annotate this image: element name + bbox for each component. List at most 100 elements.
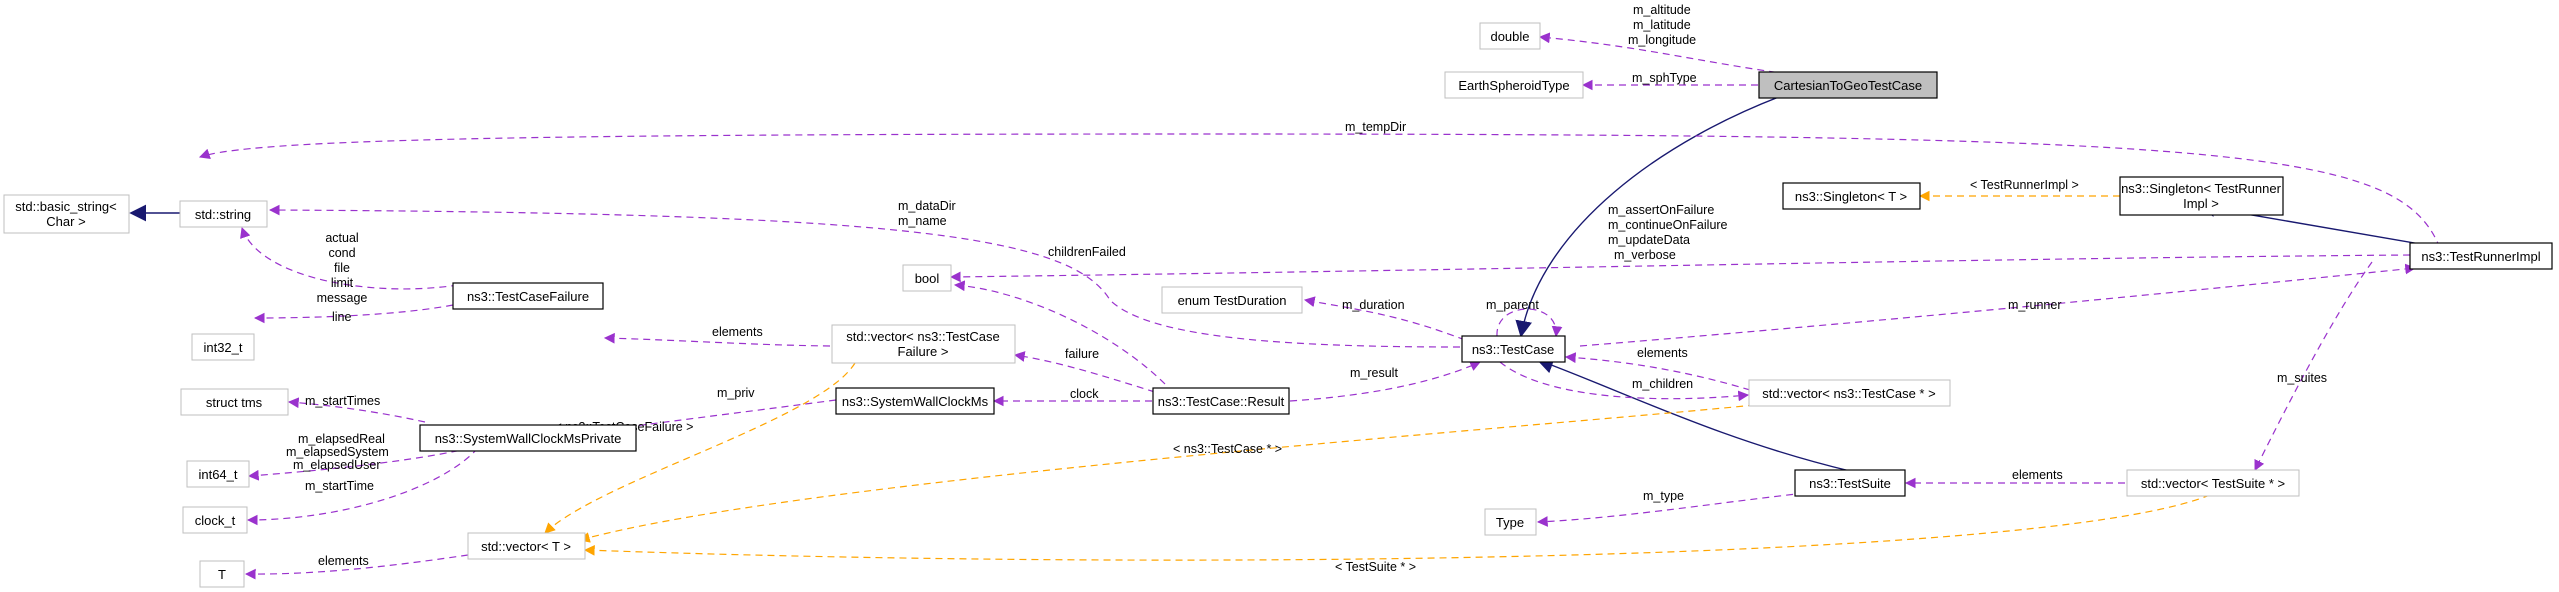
node-t[interactable]: T <box>199 560 245 588</box>
edge-vector-cases-to-test-case <box>1499 361 1750 402</box>
node-struct-tms[interactable]: struct tms <box>180 388 289 416</box>
edge-test-case-to-suite <box>1536 357 1851 472</box>
node-cartesian-to-geo-test-case-label: CartesianToGeoTestCase <box>1774 78 1922 93</box>
node-double[interactable]: double <box>1479 22 1541 50</box>
edge-runner-to-test-case <box>1579 263 2417 347</box>
label-children: m_children <box>1632 377 1693 391</box>
edge-vector-t-to-cases-vector <box>578 404 1756 543</box>
edge-string-to-test-case <box>268 204 1461 348</box>
label-failure-strings-0: actual <box>325 231 358 245</box>
label-duration: m_duration <box>1342 298 1405 312</box>
node-ns3-test-case-result-label: ns3::TestCase::Result <box>1158 394 1285 409</box>
edge-clock-to-private <box>246 447 479 526</box>
edge-t-to-vector <box>244 554 469 580</box>
node-ns3-test-case-result[interactable]: ns3::TestCase::Result <box>1152 387 1290 415</box>
label-children-failed: childrenFailed <box>1048 245 1126 259</box>
label-elapsed-0: m_elapsedReal <box>298 432 385 446</box>
label-double-members-0: m_altitude <box>1633 3 1691 17</box>
node-ns3-test-case-failure[interactable]: ns3::TestCaseFailure <box>452 282 604 310</box>
label-m-type: m_type <box>1643 489 1684 503</box>
node-earth-spheroid-type[interactable]: EarthSpheroidType <box>1444 71 1584 99</box>
node-type[interactable]: Type <box>1484 508 1537 536</box>
label-suite-ptr-tmpl: < TestSuite * > <box>1335 560 1416 574</box>
node-ns3-test-case[interactable]: ns3::TestCase <box>1461 335 1566 363</box>
node-ns3-singleton-test-runner-impl-label-0: ns3::Singleton< TestRunner <box>2121 181 2282 196</box>
label-priv: m_priv <box>717 386 755 400</box>
node-double-label: double <box>1490 29 1529 44</box>
node-std-string-label: std::string <box>195 207 251 222</box>
label-runner: m_runner <box>2008 298 2062 312</box>
label-elements-cases: elements <box>1637 346 1688 360</box>
edge-test-case-to-vector <box>1564 352 1751 391</box>
node-ns3-system-wall-clock-ms[interactable]: ns3::SystemWallClockMs <box>835 387 995 415</box>
label-failure-strings-2: file <box>334 261 350 275</box>
label-data-dir-1: m_name <box>898 214 947 228</box>
edge-struct-tms-to-private <box>287 397 426 423</box>
node-vector-t[interactable]: std::vector< T > <box>467 532 586 560</box>
label-sph-type: m_sphType <box>1632 71 1697 85</box>
label-temp-dir: m_tempDir <box>1345 120 1406 134</box>
node-std-basic-string[interactable]: std::basic_string< Char > <box>3 194 130 234</box>
label-bool-members-0: m_assertOnFailure <box>1608 203 1714 217</box>
node-int32-t[interactable]: int32_t <box>191 333 255 361</box>
label-bool-members-1: m_continueOnFailure <box>1608 218 1728 232</box>
label-suites: m_suites <box>2277 371 2327 385</box>
edge-test-case-to-cartesian <box>1515 91 1793 338</box>
label-start-time: m_startTime <box>305 479 374 493</box>
label-elapsed-2: m_elapsedUser <box>293 458 381 472</box>
node-clock-t[interactable]: clock_t <box>182 506 248 534</box>
label-start-times: m_startTimes <box>305 394 380 408</box>
node-ns3-test-runner-impl[interactable]: ns3::TestRunnerImpl <box>2409 242 2553 270</box>
node-cartesian-to-geo-test-case[interactable]: CartesianToGeoTestCase <box>1758 71 1938 99</box>
node-vector-test-suite-ptr[interactable]: std::vector< TestSuite * > <box>2126 469 2300 497</box>
edge-vector-t-to-failure-vector <box>544 362 856 534</box>
label-elements-t: elements <box>318 554 369 568</box>
label-failure-strings-3: limit <box>331 276 354 290</box>
node-vector-test-case-failure-label-0: std::vector< ns3::TestCase <box>846 329 1000 344</box>
edge-bool-to-runner <box>949 254 2411 283</box>
label-singleton-tmpl: < TestRunnerImpl > <box>1970 178 2079 192</box>
label-parent: m_parent <box>1486 298 1539 312</box>
node-std-basic-string-label-1: Char > <box>46 214 85 229</box>
node-ns3-singleton-test-runner-impl[interactable]: ns3::Singleton< TestRunner Impl > <box>2119 176 2284 216</box>
node-ns3-system-wall-clock-ms-private[interactable]: ns3::SystemWallClockMsPrivate <box>419 424 637 452</box>
edge-type-to-suite <box>1536 492 1806 527</box>
edge-vector-t-to-suites-vector <box>583 494 2211 561</box>
node-int64-t[interactable]: int64_t <box>186 460 250 488</box>
node-vector-test-case-ptr[interactable]: std::vector< ns3::TestCase * > <box>1748 379 1951 407</box>
edge-runner-to-vector-suites <box>2254 261 2373 471</box>
label-failure: failure <box>1065 347 1099 361</box>
label-result: m_result <box>1350 366 1398 380</box>
label-clock: clock <box>1070 387 1099 401</box>
edge-string-to-runner <box>198 133 2441 249</box>
label-bool-members-3: m_verbose <box>1614 248 1676 262</box>
edge-vector-failure-to-result <box>1013 351 1156 393</box>
node-ns3-test-suite-label: ns3::TestSuite <box>1809 476 1891 491</box>
node-vector-t-label: std::vector< T > <box>481 539 571 554</box>
edge-failure-to-vector <box>603 332 831 347</box>
edge-private-to-wall-clock <box>587 399 837 437</box>
node-ns3-test-runner-impl-label: ns3::TestRunnerImpl <box>2421 249 2540 264</box>
node-earth-spheroid-type-label: EarthSpheroidType <box>1458 78 1569 93</box>
edge-bool-to-result <box>953 280 1166 385</box>
node-ns3-test-case-label: ns3::TestCase <box>1472 342 1554 357</box>
node-ns3-test-suite[interactable]: ns3::TestSuite <box>1794 469 1906 497</box>
node-vector-test-case-failure[interactable]: std::vector< ns3::TestCase Failure > <box>831 324 1016 364</box>
node-ns3-test-case-failure-label: ns3::TestCaseFailure <box>467 289 589 304</box>
node-ns3-singleton-t[interactable]: ns3::Singleton< T > <box>1782 182 1921 210</box>
node-enum-test-duration[interactable]: enum TestDuration <box>1161 286 1303 314</box>
node-vector-test-case-failure-label-1: Failure > <box>898 344 949 359</box>
node-ns3-singleton-test-runner-impl-label-1: Impl > <box>2183 196 2219 211</box>
node-ns3-system-wall-clock-ms-private-label: ns3::SystemWallClockMsPrivate <box>435 431 622 446</box>
node-std-string[interactable]: std::string <box>179 200 268 228</box>
node-std-basic-string-label-0: std::basic_string< <box>15 199 117 214</box>
edge-result-to-test-case <box>1289 361 1481 402</box>
node-ns3-singleton-t-label: ns3::Singleton< T > <box>1795 189 1907 204</box>
node-clock-t-label: clock_t <box>195 513 236 528</box>
node-int64-t-label: int64_t <box>198 467 237 482</box>
node-vector-test-case-ptr-label: std::vector< ns3::TestCase * > <box>1762 386 1935 401</box>
node-bool[interactable]: bool <box>902 264 952 292</box>
label-bool-members-2: m_updateData <box>1608 233 1690 247</box>
edge-double-to-cartesian <box>1538 32 1789 75</box>
